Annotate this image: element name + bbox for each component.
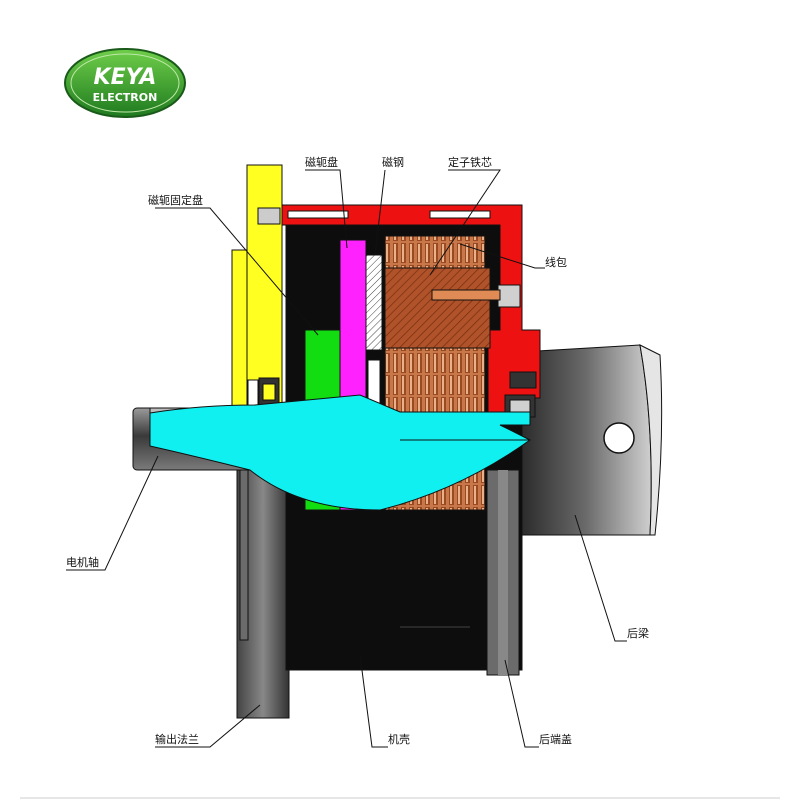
output-flange-part <box>236 469 290 719</box>
stator-core-part <box>384 267 491 349</box>
label-stator-core: 定子铁芯 <box>448 155 492 169</box>
label-rear-frame: 后梁 <box>627 626 649 640</box>
label-coil: 线包 <box>545 255 567 269</box>
magnet-part <box>365 254 383 351</box>
logo-brand-text: KEYA <box>94 65 157 90</box>
label-magnetic-disc: 磁轭盘 <box>305 155 338 169</box>
yoke-fixing-disc-part <box>246 164 283 411</box>
label-housing: 机壳 <box>388 732 410 746</box>
leader-lines <box>66 169 627 748</box>
cyan-shaft-body-part <box>149 394 531 511</box>
logo-sub-text: ELECTRON <box>93 91 158 104</box>
label-output-flange: 输出法兰 <box>155 732 199 746</box>
label-rear-end-cover: 后端盖 <box>539 732 572 746</box>
keya-logo: KEYA ELECTRON <box>64 48 186 118</box>
rear-frame-hole <box>603 422 635 454</box>
coil-top-part <box>384 235 486 269</box>
label-yoke-fixing-disc: 磁轭固定盘 <box>148 193 203 207</box>
coil-middle-part <box>384 347 486 419</box>
label-motor-shaft: 电机轴 <box>66 555 99 569</box>
label-magnet: 磁钢 <box>382 156 404 169</box>
